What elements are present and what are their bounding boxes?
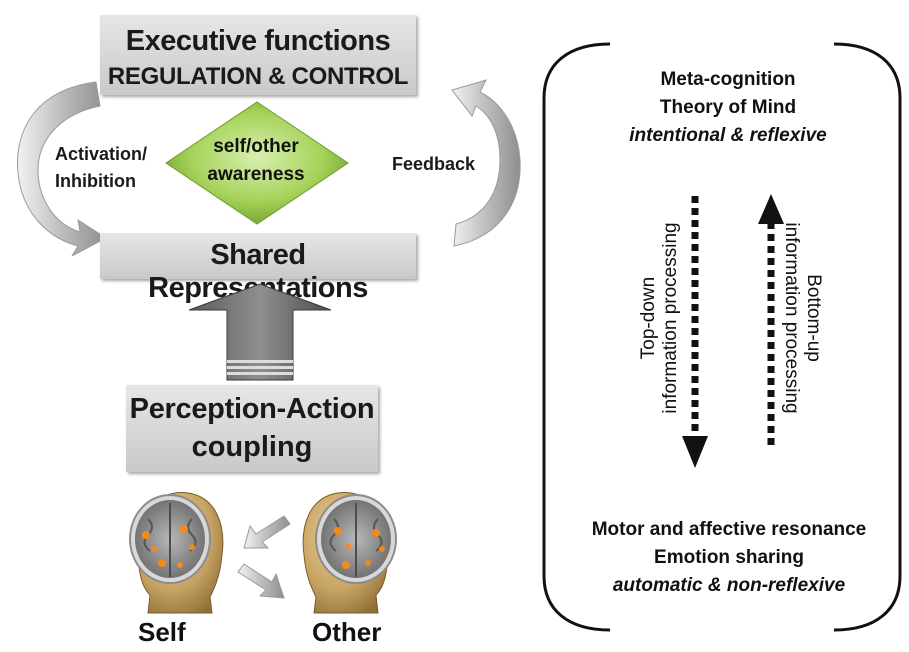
activation-curved-arrow xyxy=(17,81,107,256)
bottom-up-line2: information processing xyxy=(781,222,802,414)
bottom-up-arrow xyxy=(758,194,784,450)
meta-cognition-text: Meta-cognition xyxy=(660,69,796,90)
shared-representations-box: Shared Representations xyxy=(100,233,416,304)
automatic-nonreflexive-text: automatic & non-reflexive xyxy=(612,575,846,596)
motor-resonance-text: Motor and affective resonance xyxy=(591,519,867,540)
right-panel-bracket xyxy=(542,42,902,632)
self-head-image xyxy=(129,492,224,614)
executive-functions-box: Executive functions REGULATION & CONTROL xyxy=(100,15,416,95)
perception-action-line1: Perception-Action xyxy=(129,393,375,425)
emotion-sharing-text: Emotion sharing xyxy=(654,547,804,568)
diamond-line1: self/other xyxy=(213,136,299,157)
top-down-label: Top-down information processing xyxy=(638,208,682,428)
self-label: Self xyxy=(138,617,186,647)
feedback-label: Feedback xyxy=(392,154,476,174)
self-to-other-arrow xyxy=(237,563,285,599)
top-down-line2: information processing xyxy=(660,222,681,414)
intentional-reflexive-text: intentional & reflexive xyxy=(629,125,827,146)
activation-inhibition-label: Activation/ Inhibition xyxy=(55,141,147,195)
executive-subtitle: REGULATION & CONTROL xyxy=(107,63,409,90)
feedback-curved-arrow xyxy=(451,79,521,247)
motor-resonance-block: Motor and affective resonance Emotion sh… xyxy=(570,516,888,600)
diamond-line2: awareness xyxy=(207,164,305,185)
bottom-up-label: Bottom-up information processing xyxy=(780,208,824,428)
perception-action-box: Perception-Action coupling xyxy=(126,385,378,472)
up-arrow xyxy=(188,283,332,381)
self-other-diamond xyxy=(165,101,349,225)
other-label: Other xyxy=(312,617,382,647)
inhibition-line: Inhibition xyxy=(55,171,136,191)
theory-of-mind-text: Theory of Mind xyxy=(659,97,797,118)
diamond-label: self/other awareness xyxy=(198,133,314,189)
other-to-self-arrow xyxy=(243,515,291,549)
top-down-arrow xyxy=(682,196,708,468)
bottom-up-line1: Bottom-up xyxy=(803,274,824,362)
activation-line: Activation/ xyxy=(55,144,148,164)
other-head-image xyxy=(302,492,397,614)
executive-title: Executive functions xyxy=(125,25,391,57)
top-down-line1: Top-down xyxy=(638,276,659,360)
meta-cognition-block: Meta-cognition Theory of Mind intentiona… xyxy=(588,66,868,150)
perception-action-line2: coupling xyxy=(191,431,313,463)
